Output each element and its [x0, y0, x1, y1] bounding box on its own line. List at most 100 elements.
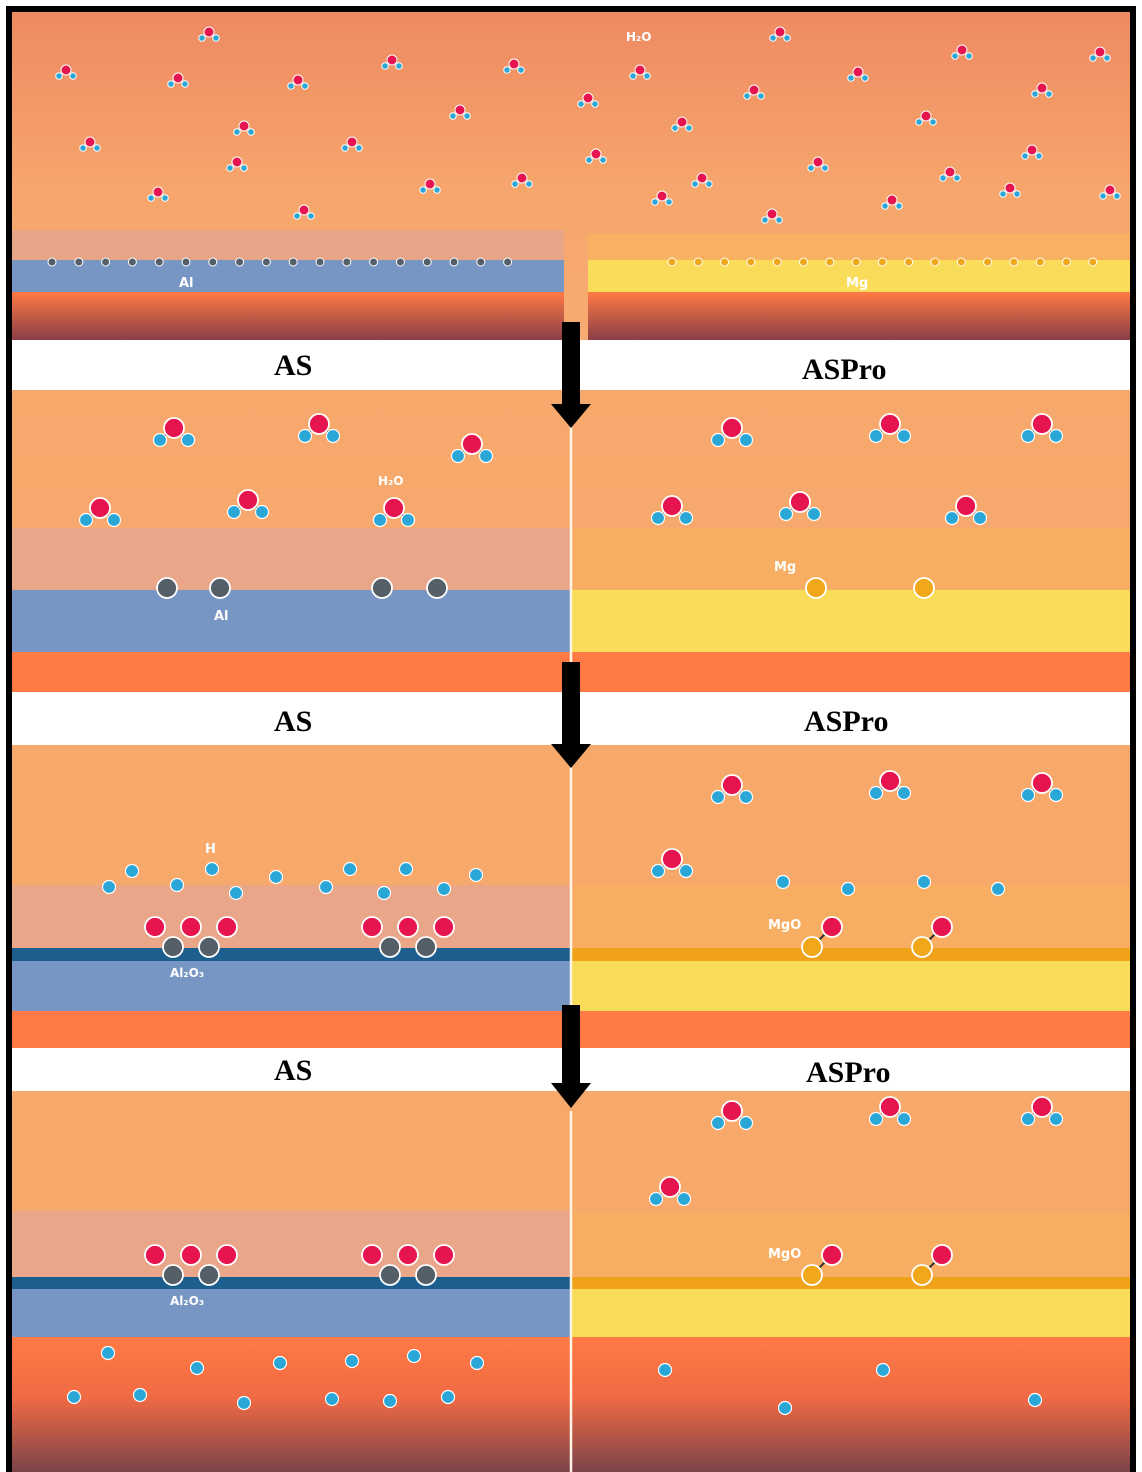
- hydrogen-atom: [463, 112, 471, 120]
- magnesium-atom: [772, 257, 782, 267]
- oxygen-atom: [361, 916, 383, 938]
- hydrogen-atom: [738, 1115, 754, 1131]
- hydrogen-atom: [517, 66, 525, 74]
- aluminium-atom: [369, 257, 379, 267]
- panel-1-water-label: H₂O: [378, 474, 404, 488]
- oxygen-atom: [238, 120, 250, 132]
- hydrogen-atom: [101, 879, 117, 895]
- hydrogen-atom: [1031, 90, 1039, 98]
- water-molecule: [691, 172, 713, 188]
- hydrogen-atom: [999, 190, 1007, 198]
- hydrogen-atom: [1048, 787, 1064, 803]
- oxygen-atom: [721, 774, 743, 796]
- panel-2-scene: H Al₂O₃ MgO: [12, 745, 1136, 1048]
- hydrogen-atom: [169, 877, 185, 893]
- magnesium-atom: [911, 1264, 933, 1286]
- al2o3-cluster: [361, 916, 455, 958]
- oxygen-atom: [920, 110, 932, 122]
- oxygen-atom: [1036, 82, 1048, 94]
- hydrogen-atom: [79, 144, 87, 152]
- oxygen-atom: [955, 495, 977, 517]
- water-molecule: [297, 413, 341, 444]
- water-molecule: [999, 182, 1021, 198]
- aluminium-atom: [235, 257, 245, 267]
- aluminium-atom: [371, 577, 393, 599]
- aluminium-atom: [342, 257, 352, 267]
- oxygen-atom: [721, 1100, 743, 1122]
- hydrogen-atom: [738, 789, 754, 805]
- oxygen-atom: [433, 916, 455, 938]
- oxygen-atom: [661, 495, 683, 517]
- aluminium-atom: [154, 257, 164, 267]
- magnesium-atom: [911, 936, 933, 958]
- hydrogen-atom: [325, 428, 341, 444]
- aluminium-atom: [288, 257, 298, 267]
- water-molecule: [650, 495, 694, 526]
- hydrogen-atom: [775, 216, 783, 224]
- process-arrow-2: [551, 662, 591, 768]
- hydrogen-atom: [939, 174, 947, 182]
- aluminium-atom: [209, 577, 231, 599]
- aluminium-atom: [156, 577, 178, 599]
- hydrogen-atom: [651, 198, 659, 206]
- aluminium-atom: [101, 257, 111, 267]
- hydrogen-atom: [896, 1111, 912, 1127]
- water-molecule: [629, 64, 651, 80]
- hydrogen-atom: [710, 1115, 726, 1131]
- oxygen-atom: [886, 194, 898, 206]
- oxygen-atom: [152, 186, 164, 198]
- oxygen-atom: [634, 64, 646, 76]
- oxygen-atom: [231, 156, 243, 168]
- magnesium-atom: [801, 936, 823, 958]
- magnesium-atom: [825, 257, 835, 267]
- hydrogen-atom: [236, 1395, 252, 1411]
- oxygen-atom: [879, 1096, 901, 1118]
- panel-2-svg: H Al₂O₃ MgO: [12, 745, 1136, 1048]
- hydrogen-atom: [1035, 152, 1043, 160]
- oxygen-atom: [216, 1244, 238, 1266]
- hydrogen-atom: [398, 861, 414, 877]
- hydrogen-atom: [198, 34, 206, 42]
- hydrogen-atom: [665, 198, 673, 206]
- water-molecule: [381, 54, 403, 70]
- water-molecule: [868, 413, 912, 444]
- hydrogen-atom: [591, 100, 599, 108]
- water-molecule: [881, 194, 903, 210]
- oxygen-atom: [656, 190, 668, 202]
- hydrogen-atom: [254, 504, 270, 520]
- oxygen-atom: [944, 166, 956, 178]
- hydrogen-atom: [268, 869, 284, 885]
- hydrogen-atom: [807, 164, 815, 172]
- hydrogen-atom: [440, 1389, 456, 1405]
- magnesium-atom: [983, 257, 993, 267]
- magnesium-atom: [1009, 257, 1019, 267]
- hydrogen-atom: [449, 112, 457, 120]
- hydrogen-atom: [1089, 54, 1097, 62]
- oxygen-atom: [1004, 182, 1016, 194]
- water-molecule: [419, 178, 441, 194]
- aluminium-atom: [379, 936, 401, 958]
- hydrogen-atom: [406, 1348, 422, 1364]
- hydrogen-atom: [226, 164, 234, 172]
- oxygen-atom: [461, 433, 483, 455]
- hydrogen-atom: [1021, 152, 1029, 160]
- hydrogen-atom: [355, 144, 363, 152]
- water-molecule: [1021, 144, 1043, 160]
- magnesium-atom: [667, 257, 677, 267]
- oxygen-atom: [144, 916, 166, 938]
- hydrogen-atom: [400, 512, 416, 528]
- water-molecule: [710, 417, 754, 448]
- oxygen-atom: [931, 916, 953, 938]
- magnesium-atom: [1035, 257, 1045, 267]
- hydrogen-atom: [93, 144, 101, 152]
- hydrogen-atom: [840, 881, 856, 897]
- water-molecule: [147, 186, 169, 202]
- water-molecule: [944, 495, 988, 526]
- hydrogen-atom: [161, 194, 169, 202]
- hydrogen-atom: [372, 512, 388, 528]
- water-molecule: [743, 84, 765, 100]
- oxygen-atom: [180, 916, 202, 938]
- oxygen-atom: [582, 92, 594, 104]
- hydrogen-atom: [738, 432, 754, 448]
- hydrogen-atom: [152, 432, 168, 448]
